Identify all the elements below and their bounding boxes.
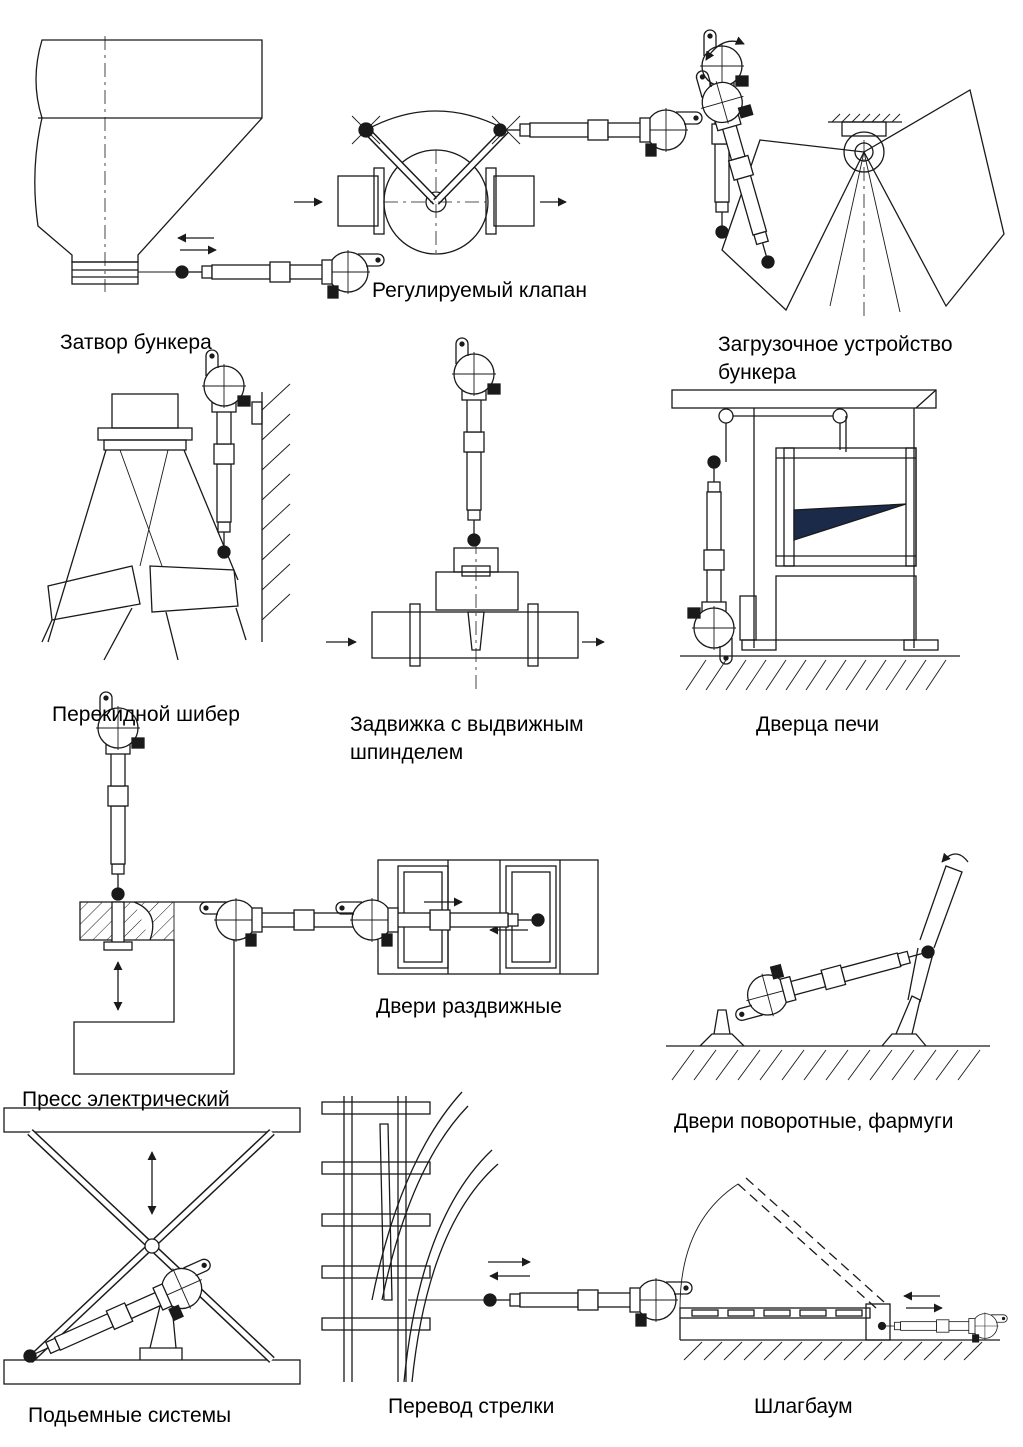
caption-hopper-loader-line1: Загрузочное устройство — [718, 333, 953, 356]
drawing-hopper-loader — [690, 29, 1005, 318]
drawing-sliding-doors — [199, 859, 599, 975]
caption-rail-switch: Перевод стрелки — [388, 1395, 555, 1418]
drawing-diverter-gate — [41, 349, 291, 661]
caption-furnace-door: Дверца печи — [756, 713, 880, 736]
caption-diverter-gate: Перекидной шибер — [52, 703, 240, 726]
drawing-furnace-door — [671, 389, 960, 691]
caption-electric-press: Пресс электрический — [22, 1088, 230, 1111]
caption-lifting-systems: Подьемные системы — [28, 1404, 232, 1427]
drawing-hopper-gate — [34, 36, 385, 299]
caption-gate-valve-line2: шпинделем — [350, 741, 464, 764]
drawing-electric-press — [73, 691, 235, 1075]
caption-gate-valve-line1: Задвижка с выдвижным — [350, 713, 584, 736]
drawing-control-valve — [294, 107, 703, 255]
caption-hopper-loader-line2: бункера — [718, 361, 797, 384]
drawing-lifting-systems — [3, 1107, 301, 1385]
caption-sliding-doors: Двери раздвижные — [376, 995, 562, 1018]
caption-barrier: Шлагбаум — [754, 1395, 853, 1418]
caption-hopper-gate: Затвор бункера — [60, 331, 212, 354]
drawing-gate-valve — [326, 337, 605, 690]
caption-control-valve: Регулируемый клапан — [372, 279, 587, 302]
caption-swing-doors: Двери поворотные, фармуги — [674, 1110, 954, 1133]
drawing-swing-doors — [666, 852, 990, 1081]
drawing-rail-switch — [321, 1091, 693, 1383]
drawing-barrier — [679, 1177, 1008, 1361]
